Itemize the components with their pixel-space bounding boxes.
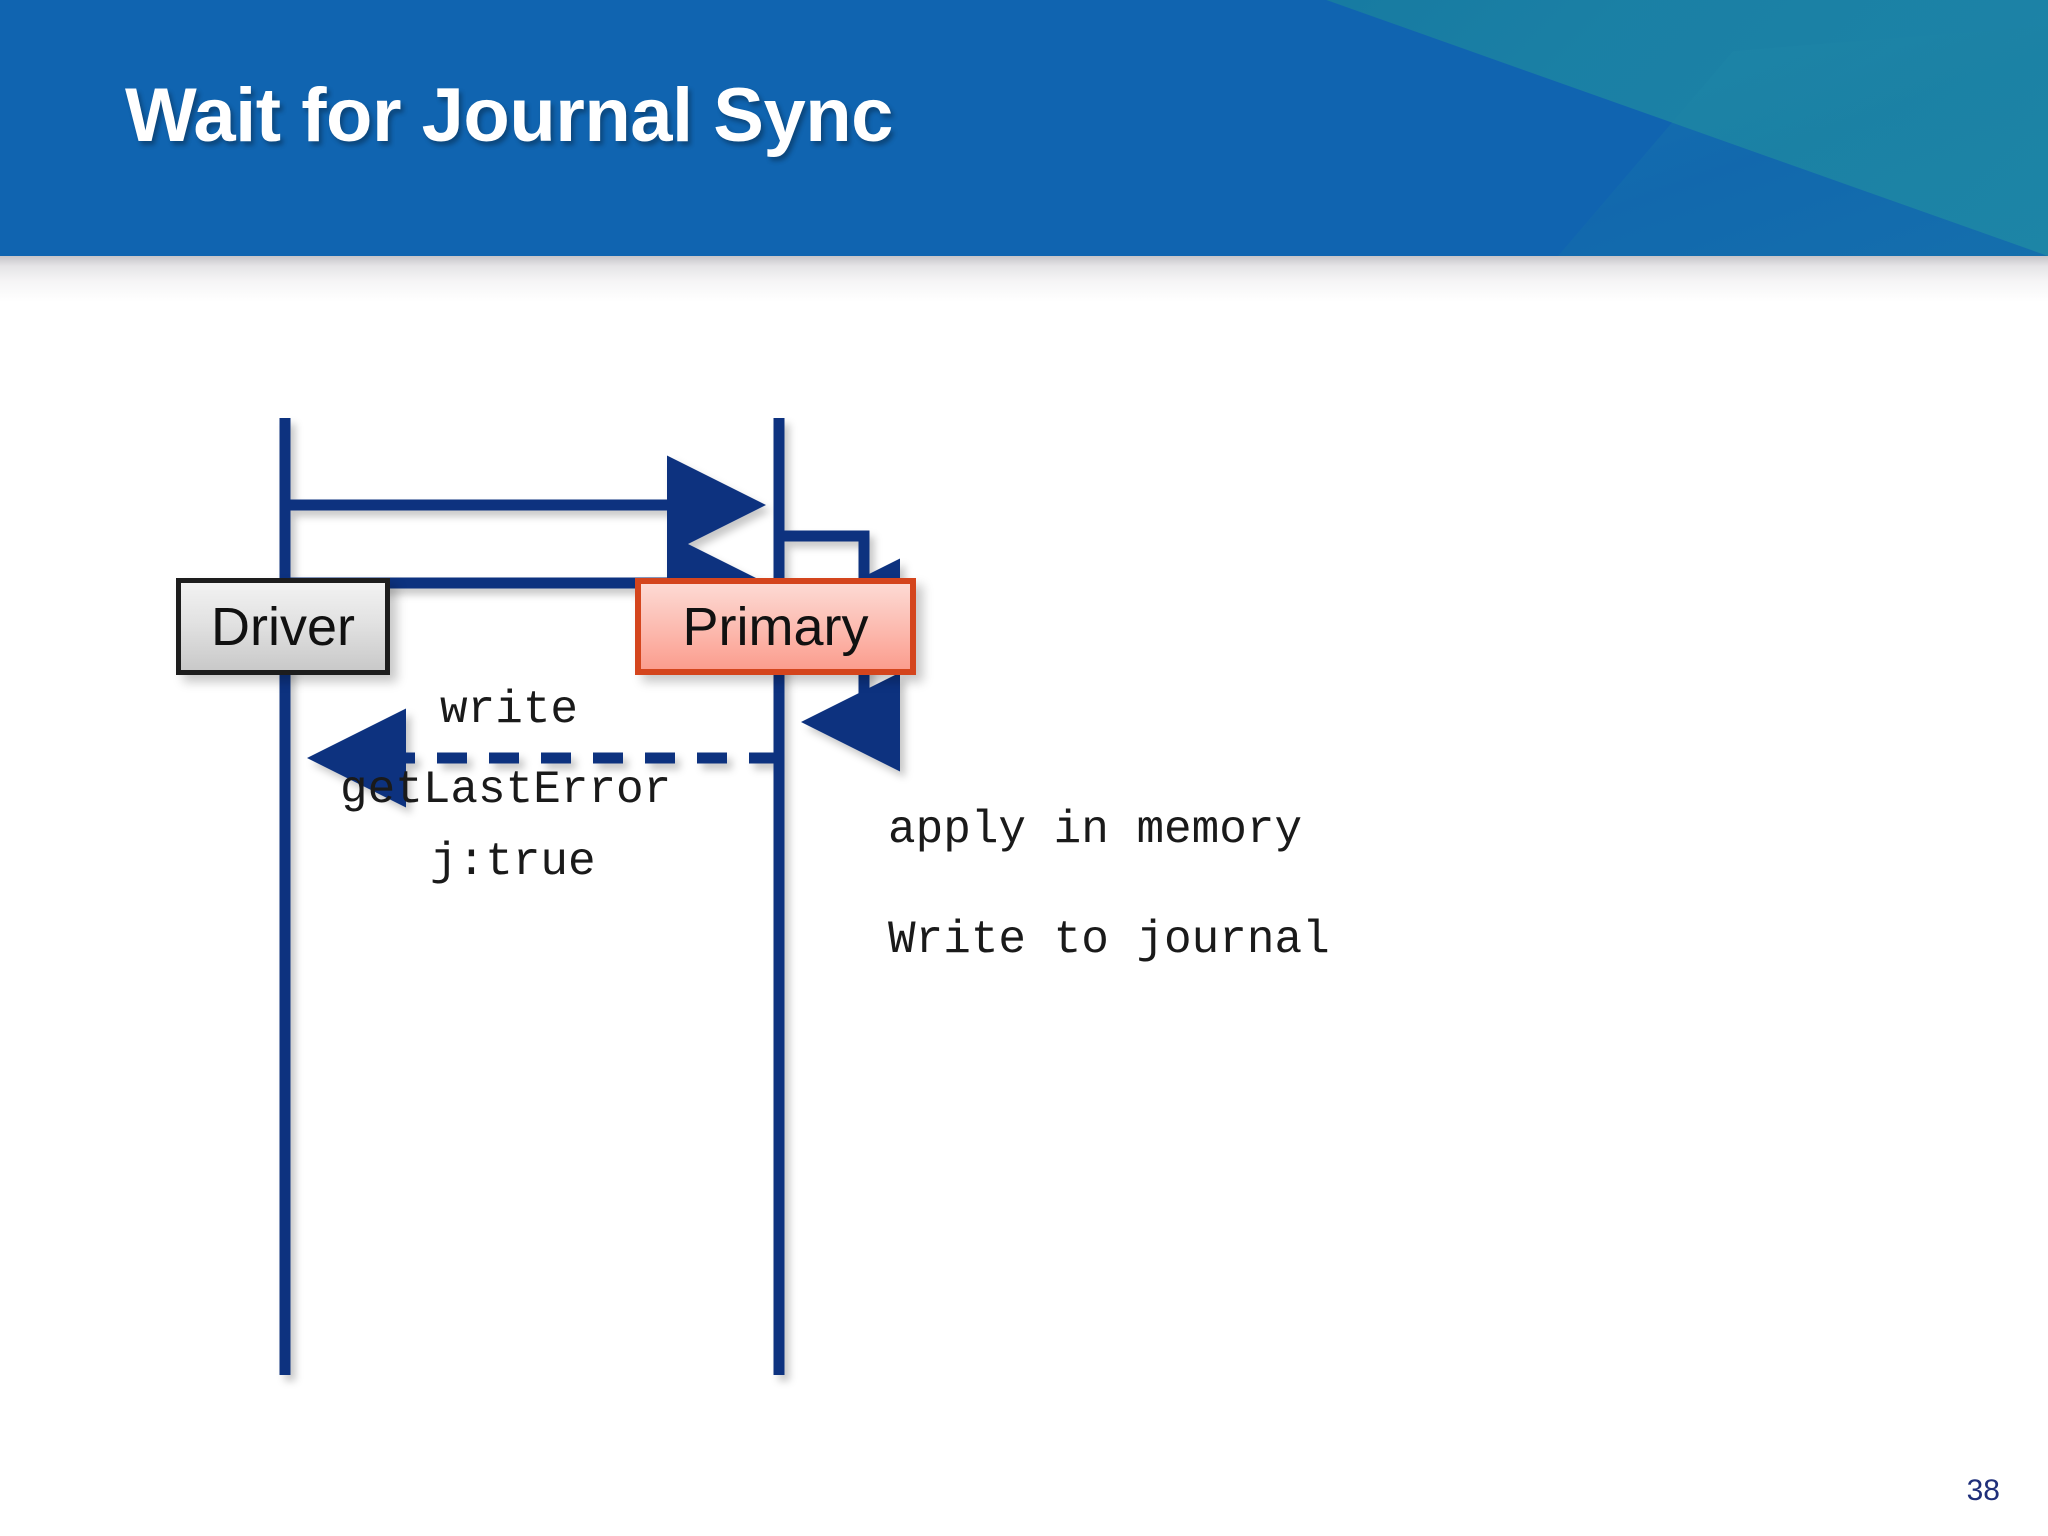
sequence-diagram: Driver Primary write getLastError j:true…: [0, 256, 2048, 1536]
page-title: Wait for Journal Sync: [125, 73, 893, 158]
message-label-jtrue: j:true: [430, 836, 596, 888]
header-drop-shadow: [0, 256, 2048, 302]
slide-header: [0, 0, 2048, 256]
self-call-label-write-to-journal: Write to journal: [888, 914, 1330, 966]
participant-label-primary: Primary: [682, 596, 869, 657]
page-number: 38: [1966, 1474, 2000, 1507]
message-label-write: write: [440, 684, 579, 736]
sequence-diagram-svg: [279, 418, 900, 1375]
participant-box-driver[interactable]: Driver: [176, 578, 390, 675]
participant-box-primary[interactable]: Primary: [635, 578, 916, 675]
self-call-label-apply-in-memory: apply in memory: [888, 804, 1303, 856]
message-label-getlasterror: getLastError: [340, 764, 672, 816]
participant-label-driver: Driver: [211, 596, 355, 657]
